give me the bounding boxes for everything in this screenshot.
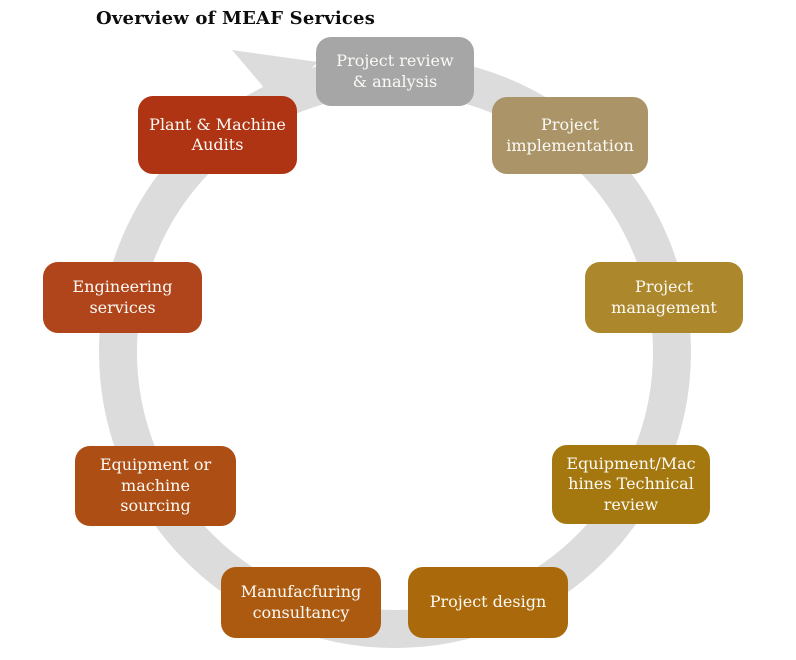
page-title: Overview of MEAF Services	[96, 8, 376, 29]
node-project-design: Project design	[408, 567, 568, 638]
node-equipment-machine-sourcing: Equipment or machine sourcing	[75, 446, 236, 526]
node-label: Equipment/Mac hines Technical review	[566, 453, 696, 514]
node-label: Project design	[429, 592, 547, 612]
node-project-management: Project management	[585, 262, 743, 333]
node-manufacturing-consultancy: Manufacfuring consultancy	[221, 567, 381, 638]
node-project-review-analysis: Project review & analysis	[316, 37, 474, 106]
node-label: Plant & Machine Audits	[149, 114, 286, 154]
node-engineering-services: Engineering services	[43, 262, 202, 333]
node-plant-machine-audits: Plant & Machine Audits	[138, 96, 297, 174]
node-label: Manufacfuring consultancy	[240, 582, 362, 622]
node-label: Project review & analysis	[336, 51, 454, 91]
node-label: Equipment or machine sourcing	[99, 455, 212, 516]
node-label: Project implementation	[506, 115, 634, 155]
node-equipment-machines-technical-review: Equipment/Mac hines Technical review	[552, 445, 710, 524]
node-label: Project management	[611, 277, 717, 317]
node-project-implementation: Project implementation	[492, 97, 648, 174]
node-label: Engineering services	[72, 277, 173, 317]
